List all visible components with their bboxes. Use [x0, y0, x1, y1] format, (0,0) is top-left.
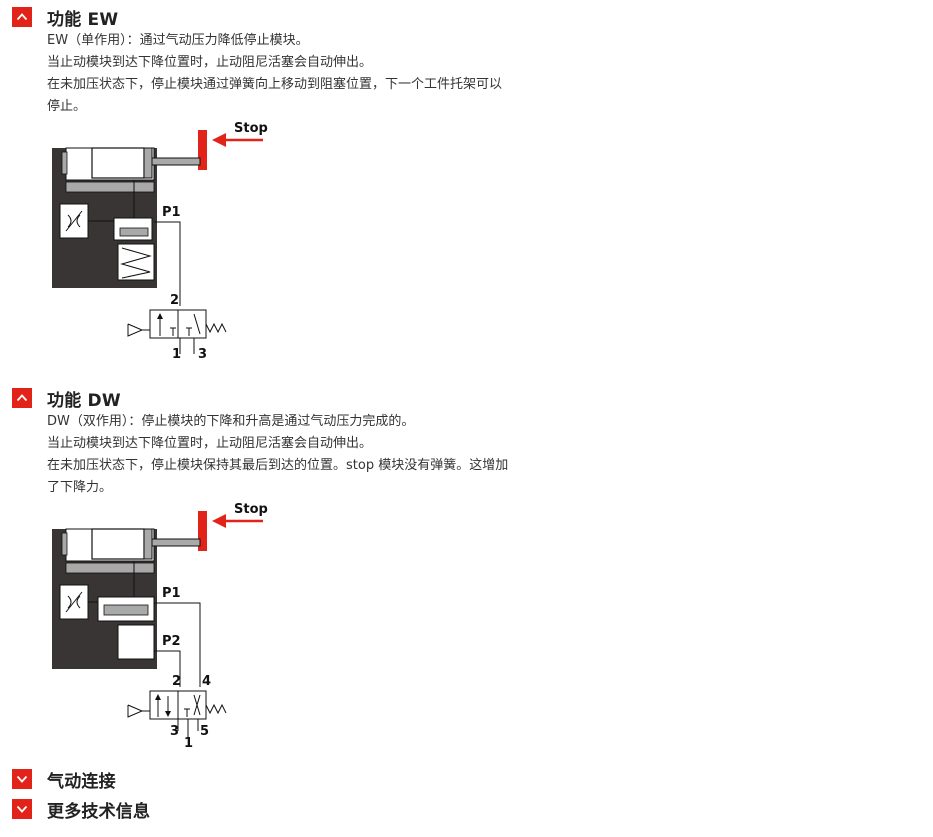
port-1-label: 1 [184, 736, 193, 749]
section-title: 功能 EW [47, 9, 119, 30]
description-line: 当止动模块到达下降位置时，止动阻尼活塞会自动伸出。 [47, 436, 373, 451]
dw-pneumatic-diagram: Stop P1 P2 2 4 [48, 499, 288, 753]
stop-arrow-head [212, 514, 226, 528]
p2-label: P2 [162, 634, 181, 649]
chevron-up-icon[interactable] [12, 7, 32, 27]
stop-label: Stop [234, 121, 268, 136]
description-line: 在未加压状态下，停止模块保持其最后到达的位置。stop 模块没有弹簧。这增加 [47, 458, 509, 473]
section-title: 功能 DW [47, 390, 121, 411]
chevron-down-icon[interactable] [12, 769, 32, 789]
piston-rod [151, 157, 201, 166]
description-line: DW（双作用）：停止模块的下降和升高是通过气动压力完成的。 [47, 414, 415, 429]
section-header-more-tech-info[interactable]: 更多技术信息 [12, 797, 151, 822]
cylinder [91, 147, 145, 179]
port-1-label: 1 [172, 347, 181, 362]
section-title: 更多技术信息 [47, 801, 151, 822]
section-description: DW（双作用）：停止模块的下降和升高是通过气动压力完成的。 当止动模块到达下降位… [47, 411, 547, 499]
description-line: 停止。 [47, 99, 87, 114]
port-3-label: 3 [198, 347, 207, 362]
section-header-ew[interactable]: 功能 EW [12, 5, 119, 30]
port-2-label: 2 [170, 293, 179, 308]
description-line: 在未加压状态下，停止模块通过弹簧向上移动到阻塞位置，下一个工件托架可以 [47, 77, 503, 92]
ew-pneumatic-diagram: Stop P1 2 1 3 [48, 118, 288, 367]
chevron-down-icon[interactable] [12, 799, 32, 819]
section-title: 气动连接 [47, 771, 116, 792]
spring-chamber [117, 243, 155, 281]
description-line: EW（单作用）：通过气动压力降低停止模块。 [47, 33, 309, 48]
description-line: 当止动模块到达下降位置时，止动阻尼活塞会自动伸出。 [47, 55, 373, 70]
section-header-pneumatic-connection[interactable]: 气动连接 [12, 767, 116, 792]
stop-arrow-head [212, 133, 226, 147]
port-2-label: 2 [172, 674, 181, 689]
stop-plate [198, 130, 207, 170]
stop-plate [198, 511, 207, 551]
section-description: EW（单作用）：通过气动压力降低停止模块。 当止动模块到达下降位置时，止动阻尼活… [47, 30, 547, 118]
p1-label: P1 [162, 586, 181, 601]
port-4-label: 4 [202, 674, 211, 689]
description-line: 了下降力。 [47, 480, 113, 495]
stop-label: Stop [234, 502, 268, 517]
lower-chamber [117, 624, 155, 660]
chevron-up-icon[interactable] [12, 388, 32, 408]
section-header-dw[interactable]: 功能 DW [12, 386, 121, 411]
piston-rod [151, 538, 201, 547]
cylinder [91, 528, 145, 560]
p1-label: P1 [162, 205, 181, 220]
port-5-label: 5 [200, 724, 209, 739]
port-3-label: 3 [170, 724, 179, 739]
